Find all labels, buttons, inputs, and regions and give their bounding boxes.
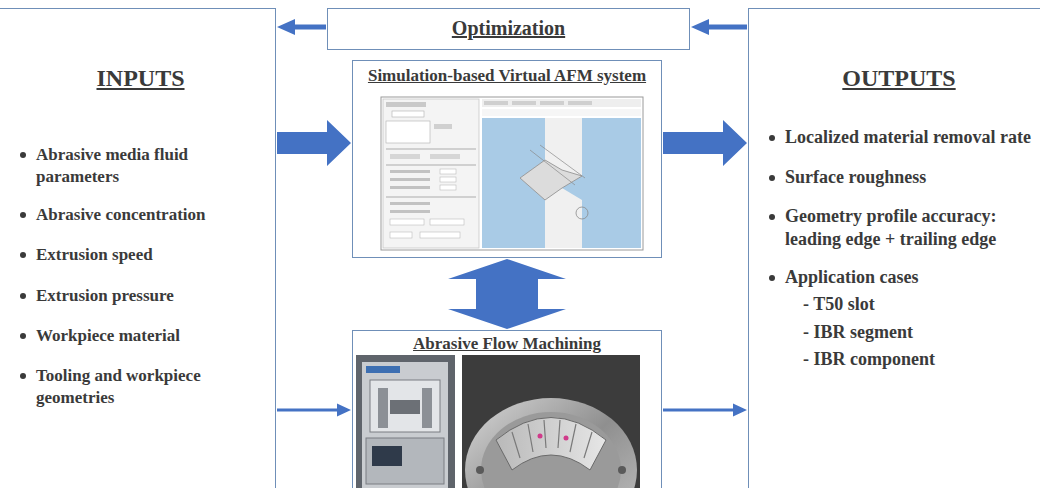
bullet-item: Application cases	[765, 266, 1033, 289]
box-heading: OUTPUTS	[765, 63, 1033, 94]
flow-arrow	[277, 19, 326, 35]
afm-box: Abrasive Flow Machining	[352, 330, 662, 488]
bullet-item: Abrasive concentration	[16, 204, 265, 226]
bullet-dot	[20, 293, 26, 299]
inputs-panel: INPUTS Abrasive media fluid parametersAbr…	[0, 8, 276, 488]
bullet-dot	[20, 152, 26, 158]
bullet-item: Surface roughness	[765, 166, 1033, 189]
sub-item-text: - IBR component	[803, 348, 1033, 371]
sub-item: - IBR component	[765, 348, 1033, 371]
bullet-text: Application cases	[785, 266, 1033, 289]
bullet-dot	[20, 333, 26, 339]
optimization-box: Optimization	[327, 8, 690, 50]
box-heading: INPUTS	[16, 63, 265, 94]
flow-arrow	[277, 404, 351, 417]
bullet-item: Abrasive media fluid parameters	[16, 144, 265, 188]
bullet-item: Workpiece material	[16, 325, 265, 347]
sub-item-text: - IBR segment	[803, 321, 1033, 344]
bullet-item: Geometry profile accuracy: leading edge …	[765, 205, 1033, 252]
afm-machine-photo	[356, 355, 455, 488]
flow-arrow	[663, 404, 747, 417]
box-heading: Optimization	[336, 15, 681, 41]
bullet-text: Extrusion pressure	[36, 285, 265, 307]
software-screenshot	[381, 97, 643, 250]
bullet-item: Tooling and workpiece geometries	[16, 365, 265, 409]
afm-fixture-photo	[462, 355, 640, 488]
bullet-dot	[769, 275, 775, 281]
bullet-text: Surface roughness	[785, 166, 1033, 189]
sub-item: - T50 slot	[765, 293, 1033, 316]
bullet-text: Tooling and workpiece geometries	[36, 365, 265, 409]
box-heading: Abrasive Flow Machining	[357, 333, 657, 355]
sub-item: - IBR segment	[765, 321, 1033, 344]
bullet-dot	[20, 212, 26, 218]
flow-arrow	[277, 120, 351, 166]
double-block-arrow	[448, 259, 566, 329]
box-heading: Simulation-based Virtual AFM system	[357, 65, 657, 87]
bullet-text: Geometry profile accuracy: leading edge …	[785, 205, 1033, 252]
bullet-dot	[20, 252, 26, 258]
bullet-dot	[769, 135, 775, 141]
flow-arrow	[691, 19, 747, 35]
bullet-dot	[769, 214, 775, 220]
bullet-text: Abrasive concentration	[36, 204, 265, 226]
sub-item-text: - T50 slot	[803, 293, 1033, 316]
bullet-dot	[769, 175, 775, 181]
bullet-item: Extrusion pressure	[16, 285, 265, 307]
outputs-panel: OUTPUTS Localized material removal rateSu…	[748, 8, 1040, 488]
bullet-text: Extrusion speed	[36, 244, 265, 266]
bullet-text: Workpiece material	[36, 325, 265, 347]
bullet-text: Abrasive media fluid parameters	[36, 144, 265, 188]
bullet-item: Localized material removal rate	[765, 126, 1033, 149]
flow-arrow	[663, 120, 747, 166]
bullet-text: Localized material removal rate	[785, 126, 1033, 149]
simulation-box: Simulation-based Virtual AFM system	[352, 60, 662, 258]
bullet-item: Extrusion speed	[16, 244, 265, 266]
bullet-dot	[20, 373, 26, 379]
